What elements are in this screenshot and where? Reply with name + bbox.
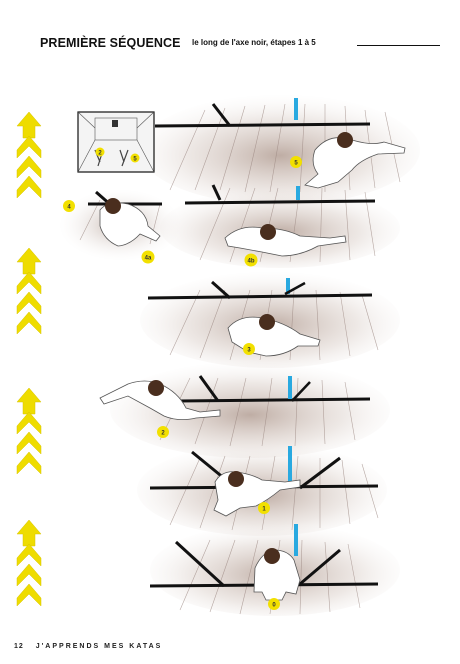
step-marker-1: 1 [258, 502, 270, 514]
page-header: PREMIÈRE SÉQUENCE le long de l'axe noir,… [40, 36, 440, 52]
direction-arrow-4 [16, 519, 42, 607]
page-footer: 12 J'APPRENDS MES KATAS [14, 643, 162, 655]
running-title: J'APPRENDS MES KATAS [35, 643, 163, 650]
step-marker-4a: 4a [141, 250, 155, 264]
inset-marker-5: 5 [133, 157, 137, 163]
step-marker-3: 3 [243, 343, 255, 355]
svg-text:1: 1 [262, 507, 266, 513]
header-rule [357, 45, 440, 46]
direction-arrow-3 [16, 387, 42, 475]
section-title: PREMIÈRE SÉQUENCE [40, 36, 181, 50]
svg-text:5: 5 [294, 161, 298, 167]
karateka-figure-1 [213, 471, 301, 517]
step-marker-2: 2 [157, 426, 169, 438]
svg-text:2: 2 [161, 431, 165, 437]
section-subtitle: le long de l'axe noir, étapes 1 à 5 [192, 38, 316, 47]
karateka-figure-0 [253, 548, 301, 601]
svg-text:3: 3 [247, 348, 251, 354]
stage-2-band [99, 362, 390, 458]
svg-text:4a: 4a [145, 256, 152, 262]
page-number: 12 [14, 643, 24, 650]
stage-5-band [140, 95, 420, 205]
svg-text:0: 0 [272, 603, 276, 609]
direction-arrow-2 [16, 247, 42, 335]
stage-3-band [140, 272, 400, 368]
svg-text:4b: 4b [247, 259, 254, 265]
step-marker-0: 0 [268, 598, 280, 610]
karateka-figure-4b [224, 224, 347, 257]
stage-0-band [149, 524, 400, 616]
stage-4-band [60, 184, 400, 268]
karateka-figure-5 [304, 132, 406, 189]
stage-1-band [137, 444, 387, 536]
step-markers: 5 4 4a 4b 3 2 1 0 [63, 156, 302, 610]
step-marker-4b: 4b [244, 253, 258, 267]
step-marker-5: 5 [290, 156, 302, 168]
inset-marker-2: 2 [98, 151, 102, 157]
svg-text:4: 4 [67, 205, 71, 211]
step-marker-4: 4 [63, 200, 75, 212]
direction-arrow-1 [16, 111, 42, 199]
inset-diagram: 2 5 [77, 111, 155, 173]
karateka-figure-2 [99, 380, 221, 420]
karateka-figure-4 [99, 198, 161, 247]
